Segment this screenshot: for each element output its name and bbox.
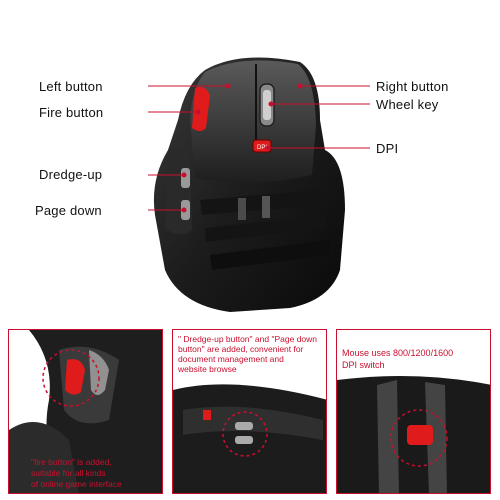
panel-fire-caption-1: "fire button" is added, xyxy=(31,457,112,467)
callout-fire-button: Fire button xyxy=(39,105,104,120)
panel-scroll-caption-1: " Dredge-up button" and "Page down xyxy=(178,334,318,344)
dredge-up-button xyxy=(181,168,190,188)
mouse-top-shell xyxy=(190,60,316,183)
panel-scroll-caption-4: website browse xyxy=(178,364,237,374)
panel-scroll-image xyxy=(173,384,326,493)
panel-fire-button: "fire button" is added, suitable for all… xyxy=(8,329,163,494)
panel-fire-caption-2: suitable for all kinds xyxy=(31,468,106,478)
callout-left-button: Left button xyxy=(39,79,103,94)
dpi-button-label: DPI xyxy=(257,145,267,151)
fire-button xyxy=(192,87,210,131)
panel-dpi-caption-2: DPI switch xyxy=(342,360,385,370)
callout-dpi: DPI xyxy=(376,141,399,156)
mouse-illustration: DPI xyxy=(148,57,370,312)
callout-dredge-up: Dredge-up xyxy=(39,167,103,182)
panel-fire-caption-3: of online game interface xyxy=(31,479,122,489)
callout-page-down: Page down xyxy=(35,203,102,218)
side-panel xyxy=(165,148,192,235)
panel-dpi-switch: Mouse uses 800/1200/1600 DPI switch xyxy=(336,329,491,494)
panel-scroll-buttons: " Dredge-up button" and "Page down butto… xyxy=(172,329,327,494)
panel-scroll-caption-3: document management and xyxy=(178,354,284,364)
panel-dpi-image xyxy=(337,376,490,493)
mouse-image: DPI xyxy=(148,57,370,312)
callout-wheel-key: Wheel key xyxy=(376,97,439,112)
callout-right-button: Right button xyxy=(376,79,449,94)
panel-fire-image xyxy=(9,330,162,493)
panel-dpi-caption-1: Mouse uses 800/1200/1600 xyxy=(342,348,454,358)
panel-scroll-caption-2: button" are added, convenient for xyxy=(178,344,304,354)
